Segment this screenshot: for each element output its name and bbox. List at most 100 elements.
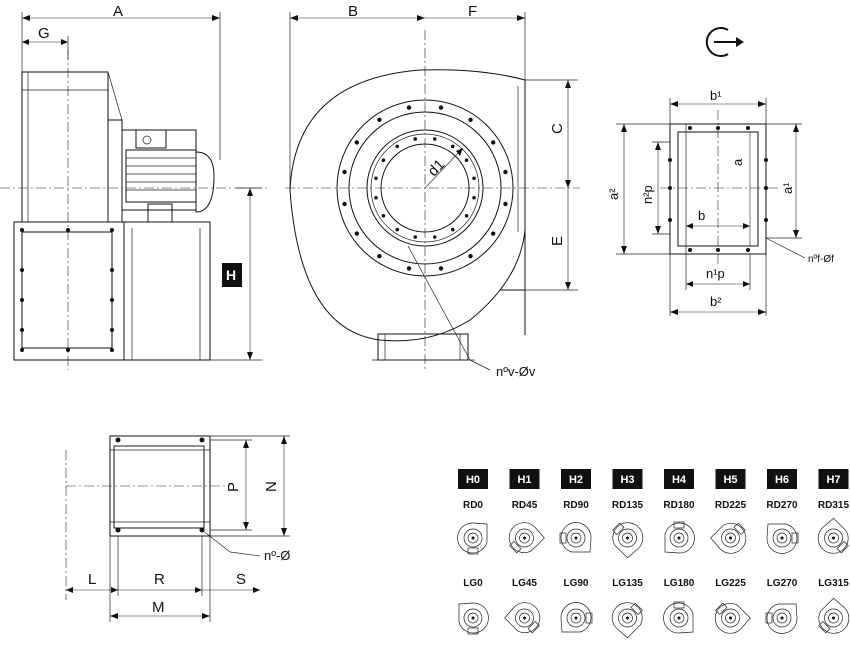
rd-fan-icon — [508, 522, 545, 554]
dim-b1-label: b¹ — [710, 88, 722, 103]
flange-bolt — [354, 231, 360, 236]
dim-a-inner-label: a — [730, 158, 745, 166]
dim-d1-label: d1 — [425, 156, 449, 180]
dim-g-label: G — [38, 25, 50, 42]
flange-bolt — [438, 105, 444, 110]
side-view: A G — [0, 3, 270, 370]
orientation-tag-box — [612, 469, 643, 489]
orientation-tag-box — [561, 469, 591, 489]
dim-c-label: C — [549, 123, 566, 134]
dim-b-label: B — [348, 3, 358, 20]
orientation-tag-box — [715, 469, 746, 489]
flange-bolt — [503, 169, 508, 175]
flange-bolt — [406, 105, 412, 110]
lg-label: LG270 — [767, 578, 798, 589]
inner-bolt — [374, 195, 378, 200]
orientation-tag: H1 — [517, 474, 531, 486]
dim-r-label: R — [154, 571, 165, 588]
inner-bolt — [432, 235, 437, 239]
flange-bolt — [490, 231, 496, 236]
dim-l-label: L — [88, 571, 96, 588]
base-bolt-callout: nº-Ø — [264, 548, 290, 563]
orientation-tag: H7 — [826, 474, 840, 486]
dim-n2p-label: n²p — [640, 185, 655, 204]
lg-label: LG225 — [715, 578, 746, 589]
dim-h-label: H — [226, 267, 236, 283]
lg-fan-icon — [714, 602, 751, 634]
flange-bolt — [342, 169, 347, 175]
inner-bolt — [432, 137, 437, 141]
inner-bolt — [472, 176, 476, 181]
inner-bolt — [450, 227, 455, 232]
orientation-tag: H2 — [569, 474, 583, 486]
flange-bolt — [406, 266, 412, 271]
orientation-tag-box — [509, 469, 540, 489]
lg-label: LG180 — [664, 578, 695, 589]
rd-label: RD45 — [512, 500, 538, 511]
inner-bolt — [381, 158, 386, 163]
outlet-flange-view: b¹ a b a¹ a² — [606, 88, 834, 316]
rd-fan-icon — [710, 522, 747, 554]
lg-fan-icon — [611, 602, 643, 639]
dim-a2-label: a² — [606, 188, 621, 200]
inner-bolt — [413, 235, 418, 239]
dim-b-inner-label: b — [698, 208, 705, 223]
inner-bolt — [464, 213, 469, 218]
orientation-tag: H0 — [466, 474, 480, 486]
outlet-bolt-callout: nºf-Øf — [808, 254, 834, 265]
lg-fan-icon — [504, 602, 541, 634]
front-bolt-callout: nºv-Øv — [496, 364, 536, 379]
front-flange-bolts — [342, 105, 508, 271]
lg-fan-icon — [818, 597, 850, 634]
dim-e-label: E — [549, 236, 566, 246]
dim-n-label: N — [263, 481, 280, 492]
rd-fan-icon — [457, 522, 488, 555]
flange-bolt — [354, 140, 360, 145]
flange-bolt — [468, 117, 473, 123]
rd-label: RD90 — [563, 500, 589, 511]
dim-a1-label: a¹ — [780, 182, 795, 194]
lg-fan-icon — [458, 602, 489, 635]
inner-bolt — [395, 227, 400, 232]
inner-bolt — [413, 137, 418, 141]
lg-fan-icon — [663, 601, 694, 634]
flange-bolt — [342, 201, 347, 207]
rd-fan-icon — [817, 517, 849, 554]
rd-label: RD270 — [766, 500, 798, 511]
inner-bolt — [395, 144, 400, 149]
inner-bolt — [381, 213, 386, 218]
lg-label: LG315 — [818, 578, 849, 589]
orientation-tag: H5 — [723, 474, 737, 486]
lg-label: LG90 — [563, 578, 588, 589]
rd-label: RD180 — [663, 500, 695, 511]
inner-bolt — [374, 176, 378, 181]
lg-label: LG135 — [612, 578, 643, 589]
lg-label: LG45 — [512, 578, 537, 589]
dim-s-label: S — [236, 571, 246, 588]
orientation-tag-box — [458, 469, 488, 489]
rd-label: RD0 — [463, 500, 483, 511]
orientation-chart: H0RD0LG0H1RD45LG45H2RD90LG90H3RD135LG135… — [457, 469, 850, 639]
lg-fan-icon — [560, 602, 593, 633]
dim-a-label: A — [113, 3, 123, 20]
lg-fan-icon — [765, 603, 798, 634]
orientation-tag-box — [767, 469, 797, 489]
orientation-tag: H3 — [620, 474, 634, 486]
dim-f-label: F — [468, 3, 477, 20]
flange-bolt — [377, 117, 382, 123]
orientation-tag-box — [818, 469, 849, 489]
base-bolts — [115, 437, 205, 533]
rd-fan-icon — [612, 522, 644, 559]
dim-m-label: M — [152, 599, 165, 616]
flange-bolt — [377, 253, 382, 259]
flange-bolt — [503, 201, 508, 207]
